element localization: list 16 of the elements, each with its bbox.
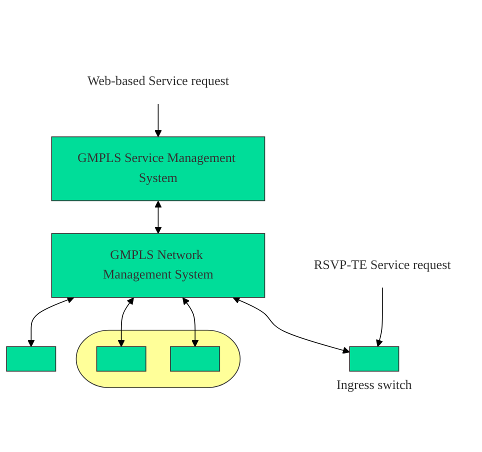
- node-box: [170, 346, 220, 372]
- node-text: Web-based Service request: [87, 74, 230, 88]
- arrow: [154, 200, 162, 234]
- arrow: [182, 297, 199, 347]
- node-caption: Ingress switch: [336, 377, 412, 392]
- arrow: [154, 104, 162, 138]
- arrow: [376, 287, 383, 347]
- node-text: RSVP-TE Service request: [314, 258, 451, 272]
- node-box: GMPLS Network Management System: [51, 233, 266, 298]
- node-box: [349, 346, 400, 372]
- node-box: GMPLS Service Management System: [51, 136, 266, 202]
- node-box: [6, 346, 56, 372]
- arrow: [232, 296, 350, 354]
- arrow: [28, 296, 74, 347]
- node-box: [96, 346, 146, 372]
- arrow: [118, 297, 134, 347]
